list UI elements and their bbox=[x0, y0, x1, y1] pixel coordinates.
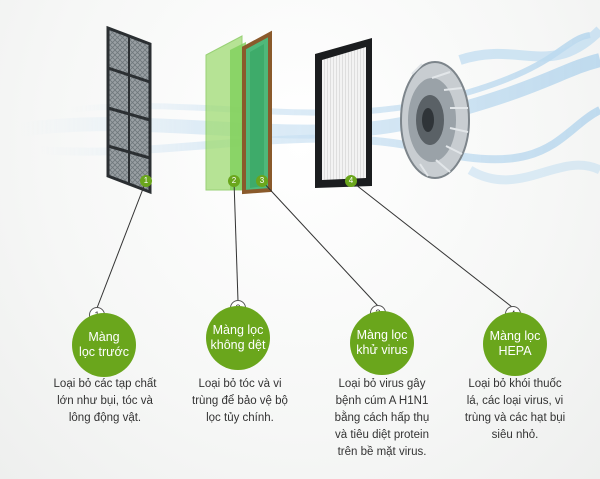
desc-line: và tiêu diệt protein bbox=[335, 429, 429, 441]
filter-badge: 3 bbox=[256, 175, 268, 187]
leader-lines bbox=[96, 180, 513, 309]
filter-title-circle: Màng lọc khử virus bbox=[350, 311, 414, 375]
filter-description: Loại bỏ virus gây bệnh cúm A H1N1 bằng c… bbox=[312, 376, 452, 461]
desc-line: lông động vật. bbox=[68, 412, 142, 424]
filter-title-line: Màng lọc bbox=[356, 328, 408, 342]
leader-line bbox=[350, 180, 513, 308]
hepa-filter-icon bbox=[315, 38, 372, 188]
desc-line: Loại bỏ tóc và vi bbox=[198, 378, 282, 390]
leader-line bbox=[261, 180, 379, 307]
filter-title-line: HEPA bbox=[498, 344, 532, 358]
fan-icon bbox=[400, 61, 470, 179]
filter-title-circle: Màng lọc không dệt bbox=[206, 306, 270, 370]
filter-description: Loại bỏ các tạp chất lớn như bụi, tóc và… bbox=[35, 376, 175, 427]
filter-description: Loại bỏ tóc và vi trùng để bảo vệ bộ lọc… bbox=[170, 376, 310, 427]
desc-line: Loại bỏ khói thuốc bbox=[468, 378, 562, 390]
filter-title-line: không dệt bbox=[210, 338, 266, 352]
desc-line: lớn như bụi, tóc và bbox=[57, 395, 153, 407]
desc-line: Loại bỏ virus gây bbox=[338, 378, 426, 390]
desc-line: Loại bỏ các tạp chất bbox=[53, 378, 157, 390]
desc-line: lá, các loại virus, vi bbox=[466, 395, 564, 407]
filter-title-circle: Màng lọc HEPA bbox=[483, 312, 547, 376]
pre-filter-panel-icon bbox=[106, 25, 152, 195]
filter-title-line: khử virus bbox=[356, 343, 408, 357]
desc-line: bệnh cúm A H1N1 bbox=[335, 395, 429, 407]
filter-title-line: Màng lọc bbox=[212, 323, 264, 337]
filter-title-circle: Màng lọc trước bbox=[72, 313, 136, 377]
filter-description: Loại bỏ khói thuốc lá, các loại virus, v… bbox=[445, 376, 585, 444]
filter-title-line: Màng lọc bbox=[489, 329, 541, 343]
desc-line: bằng cách hấp thụ bbox=[334, 412, 430, 424]
leader-line bbox=[96, 180, 147, 309]
desc-line: trùng để bảo vệ bộ bbox=[192, 395, 288, 407]
filter-title-line: lọc trước bbox=[79, 345, 129, 359]
non-woven-filter-icon bbox=[205, 35, 246, 191]
desc-line: trùng và các hạt bụi bbox=[464, 412, 566, 424]
desc-line: siêu nhỏ. bbox=[491, 429, 539, 441]
filter-badge: 4 bbox=[345, 175, 357, 187]
antivirus-filter-icon bbox=[242, 30, 272, 195]
desc-line: trên bề mặt virus. bbox=[337, 446, 427, 458]
filter-badge: 1 bbox=[140, 175, 152, 187]
desc-line: lọc tủy chính. bbox=[206, 412, 274, 424]
leader-line bbox=[233, 180, 239, 302]
filter-title-line: Màng bbox=[88, 330, 120, 344]
filter-badge: 2 bbox=[228, 175, 240, 187]
